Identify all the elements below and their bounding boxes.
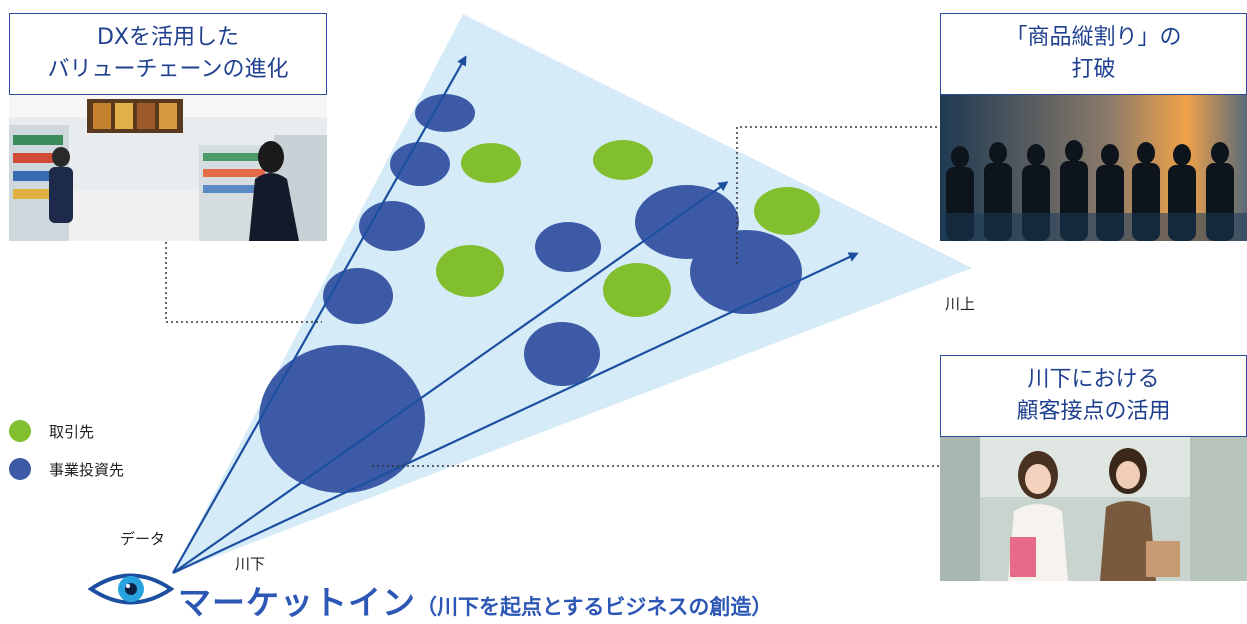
investee-circle	[535, 222, 601, 272]
market-in-title: マーケットイン（川下を起点とするビジネスの創造）	[178, 576, 772, 624]
partner-circle	[436, 245, 504, 297]
dx-value-chain-box: DXを活用した バリューチェーンの進化	[9, 13, 327, 95]
legend-investee-dot	[9, 458, 31, 480]
legend-investee: 事業投資先	[9, 458, 124, 480]
connector-dx	[165, 242, 322, 323]
partner-circles	[436, 140, 820, 317]
data-label: データ	[120, 530, 166, 548]
legend-partner-dot	[9, 420, 31, 442]
arrow-to-middle	[172, 181, 729, 574]
downstream-customer-box: 川下における 顧客接点の活用	[940, 355, 1247, 437]
investee-circles	[259, 94, 802, 493]
investee-circle	[259, 345, 425, 493]
upstream-label: 川上	[945, 295, 976, 313]
partner-circle	[593, 140, 653, 180]
legend-partner: 取引先	[9, 420, 94, 442]
dotted-connectors	[165, 126, 940, 467]
legend-partner-label: 取引先	[49, 422, 95, 441]
dx-box-line1: DXを活用した	[96, 25, 239, 50]
market-in-main: マーケットイン	[178, 583, 416, 622]
eye-icon	[88, 573, 174, 605]
data-arrows	[172, 55, 859, 574]
partner-circle	[603, 263, 671, 317]
customer-box-line2: 顧客接点の活用	[1016, 399, 1171, 424]
connector-silo	[736, 126, 940, 264]
arrow-to-top	[172, 55, 467, 574]
dx-box-line2: バリューチェーンの進化	[47, 57, 289, 82]
investee-circle	[415, 94, 475, 132]
silo-box-line2: 打破	[1071, 57, 1116, 82]
investee-circle	[359, 201, 425, 251]
shoppers-photo	[940, 437, 1247, 581]
investee-circle	[390, 142, 450, 186]
business-people-photo	[940, 95, 1247, 241]
investee-circle	[690, 230, 802, 314]
investee-circle	[323, 268, 393, 324]
break-product-silo-box: 「商品縦割り」の 打破	[940, 13, 1247, 95]
customer-box-line1: 川下における	[1027, 367, 1160, 392]
investee-circle	[524, 322, 600, 386]
partner-circle	[754, 187, 820, 235]
legend-investee-label: 事業投資先	[49, 460, 125, 479]
downstream-label: 川下	[235, 555, 266, 573]
partner-circle	[461, 143, 521, 183]
market-in-sub: （川下を起点とするビジネスの創造）	[416, 595, 773, 619]
arrow-to-upstream	[172, 252, 859, 574]
convenience-store-photo	[9, 95, 327, 241]
silo-box-line1: 「商品縦割り」の	[1005, 25, 1182, 50]
